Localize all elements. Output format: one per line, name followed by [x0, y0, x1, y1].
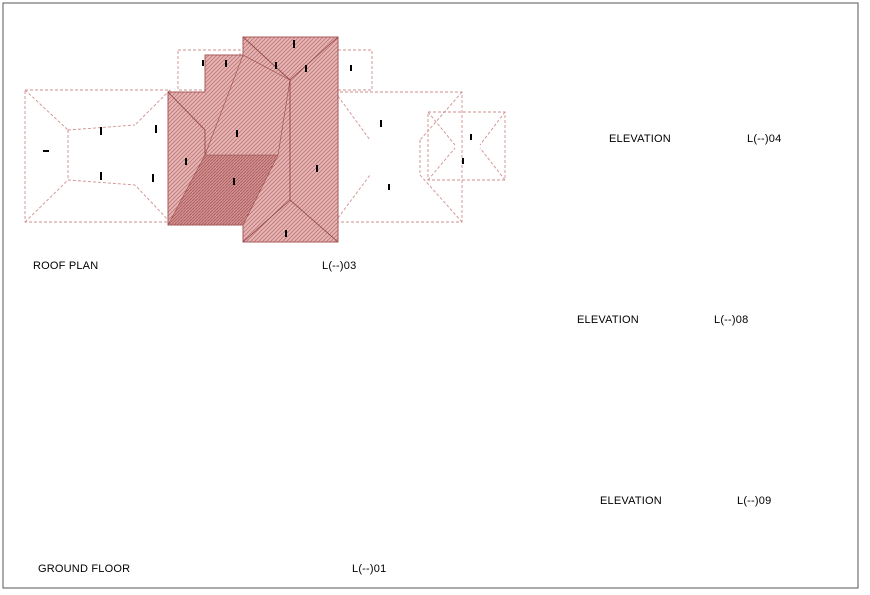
- ground-floor-ref: L(--)01: [352, 563, 387, 575]
- roof-plan-ref: L(--)03: [322, 260, 357, 272]
- roof-plan-drawing: [24, 36, 506, 243]
- elevation-09-title: ELEVATION: [600, 495, 662, 507]
- elevation-09-ref: L(--)09: [737, 495, 772, 507]
- sheet-border: [2, 2, 859, 589]
- elevation-04-title: ELEVATION: [609, 133, 671, 145]
- elevation-08-ref: L(--)08: [714, 314, 749, 326]
- ground-floor-title: GROUND FLOOR: [38, 563, 131, 575]
- roof-plan-title: ROOF PLAN: [33, 260, 99, 272]
- elevation-04-ref: L(--)04: [747, 133, 782, 145]
- elevation-08-title: ELEVATION: [577, 314, 639, 326]
